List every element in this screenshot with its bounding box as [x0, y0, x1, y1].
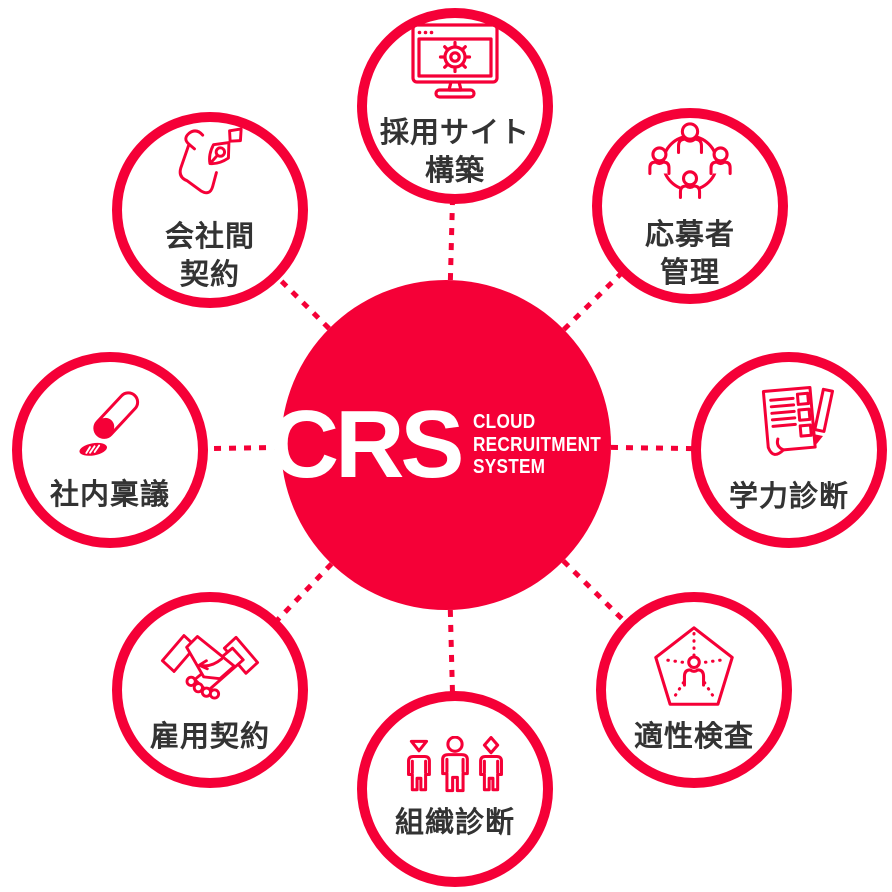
node-label: 学力診断 — [728, 480, 849, 513]
node-applicant-management: 応募者 管理 — [592, 108, 788, 304]
people-circle-icon — [648, 122, 732, 199]
connector-bottom-left — [208, 443, 448, 692]
connector-top-right — [444, 204, 692, 447]
brand-logo-subtitle: CLOUD RECRUITMENT SYSTEM — [473, 411, 602, 479]
node-intercompany-contract: 会社間 契約 — [112, 112, 308, 308]
node-aptitude-test: 適性検査 — [596, 592, 792, 788]
node-internal-approval: 社内稟議 — [12, 352, 208, 548]
pentagon-person-icon — [654, 625, 734, 706]
connector-top-left — [208, 208, 448, 447]
node-academic-diagnosis: 学力診断 — [691, 352, 887, 548]
three-people-icon — [407, 735, 503, 792]
node-label: 採用サイト 構築 — [379, 116, 530, 187]
brand-logo-text: CRS — [269, 391, 465, 498]
node-label: 社内稟議 — [49, 478, 170, 511]
connector-top — [443, 105, 458, 446]
node-label: 組織診断 — [394, 806, 515, 839]
center-brand-circle: CRS CLOUD RECRUITMENT SYSTEM — [270, 280, 611, 610]
node-label: 適性検査 — [633, 720, 754, 753]
monitor-gear-icon — [411, 23, 499, 99]
node-organization-diagnosis: 組織診断 — [357, 691, 553, 887]
node-employment-contract: 雇用契約 — [112, 592, 308, 788]
node-label: 応募者 管理 — [644, 218, 735, 289]
connector-left — [109, 442, 447, 453]
exam-sheet-pencil-icon — [761, 385, 834, 456]
handshake-icon — [160, 633, 260, 700]
brand-logo: CRS CLOUD RECRUITMENT SYSTEM — [270, 397, 623, 493]
node-recruitment-site: 採用サイト 構築 — [357, 8, 553, 204]
hanko-stamp-icon — [79, 391, 140, 456]
node-label: 会社間 契約 — [164, 220, 255, 291]
node-label: 雇用契約 — [149, 720, 270, 753]
pen-paper-icon — [178, 127, 243, 195]
